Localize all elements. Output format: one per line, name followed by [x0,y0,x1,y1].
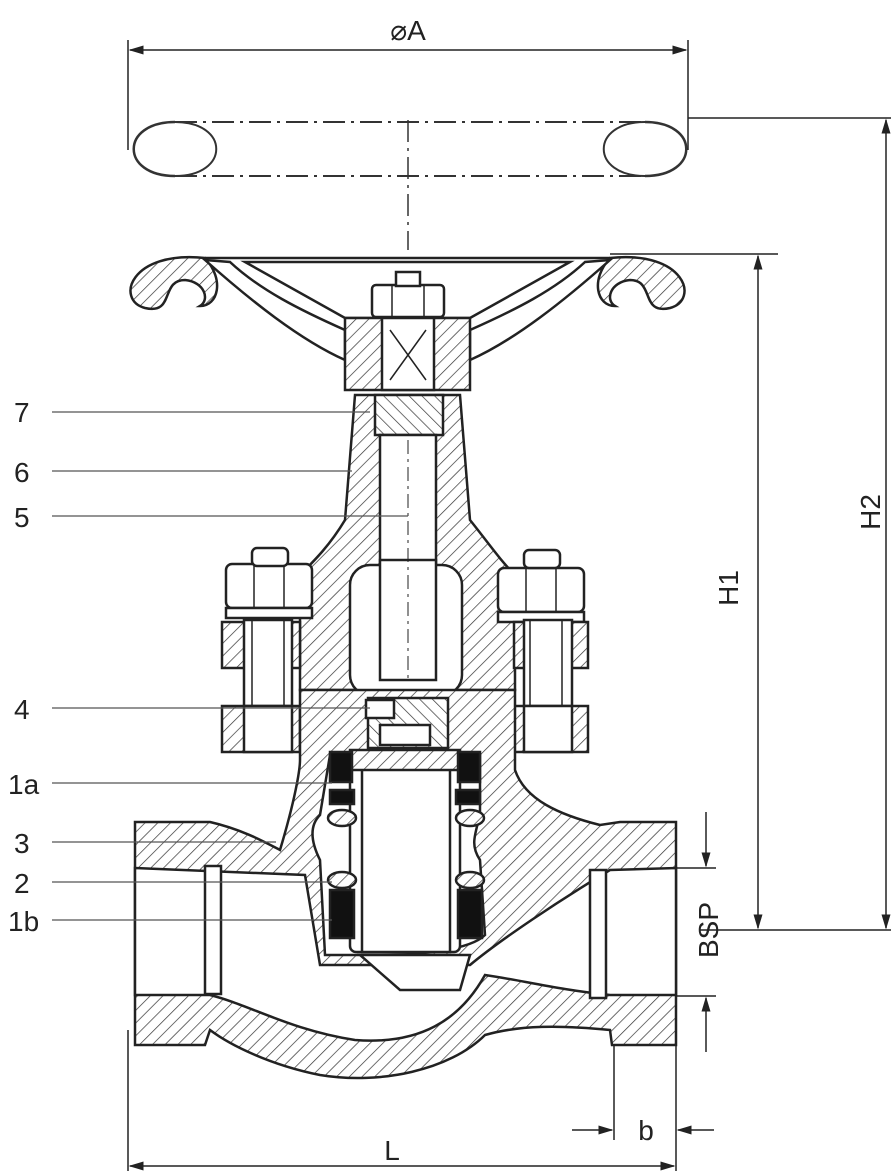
valve-body [133,688,678,1080]
part-label-7: 7 [14,397,30,428]
dimension-label-h2: H2 [855,494,886,530]
bolt-left [220,546,314,754]
dimension-bsp [676,812,716,1052]
handwheel-section [129,255,686,392]
dimension-l [127,1000,677,1171]
part-label-1b: 1b [8,906,39,937]
part-label-4: 4 [14,694,30,725]
dimension-diameter-a [127,40,689,150]
handwheel-outline-top [132,120,688,250]
part-label-5: 5 [14,502,30,533]
part-label-1a: 1a [8,769,40,800]
leader-lines [52,411,408,921]
dimension-h1 [610,253,778,931]
dimension-label-diameter-a: ⌀A [390,15,426,46]
part-label-2: 2 [14,868,30,899]
dimension-b [572,1045,714,1140]
part-label-3: 3 [14,828,30,859]
bolt-right [496,548,590,754]
dimension-h2 [688,117,891,931]
part-label-6: 6 [14,457,30,488]
dimension-label-l: L [384,1135,400,1166]
dimension-label-bsp: BSP [693,902,724,958]
dimension-label-b: b [638,1115,654,1146]
bonnet [298,393,517,697]
dimension-label-h1: H1 [713,570,744,606]
